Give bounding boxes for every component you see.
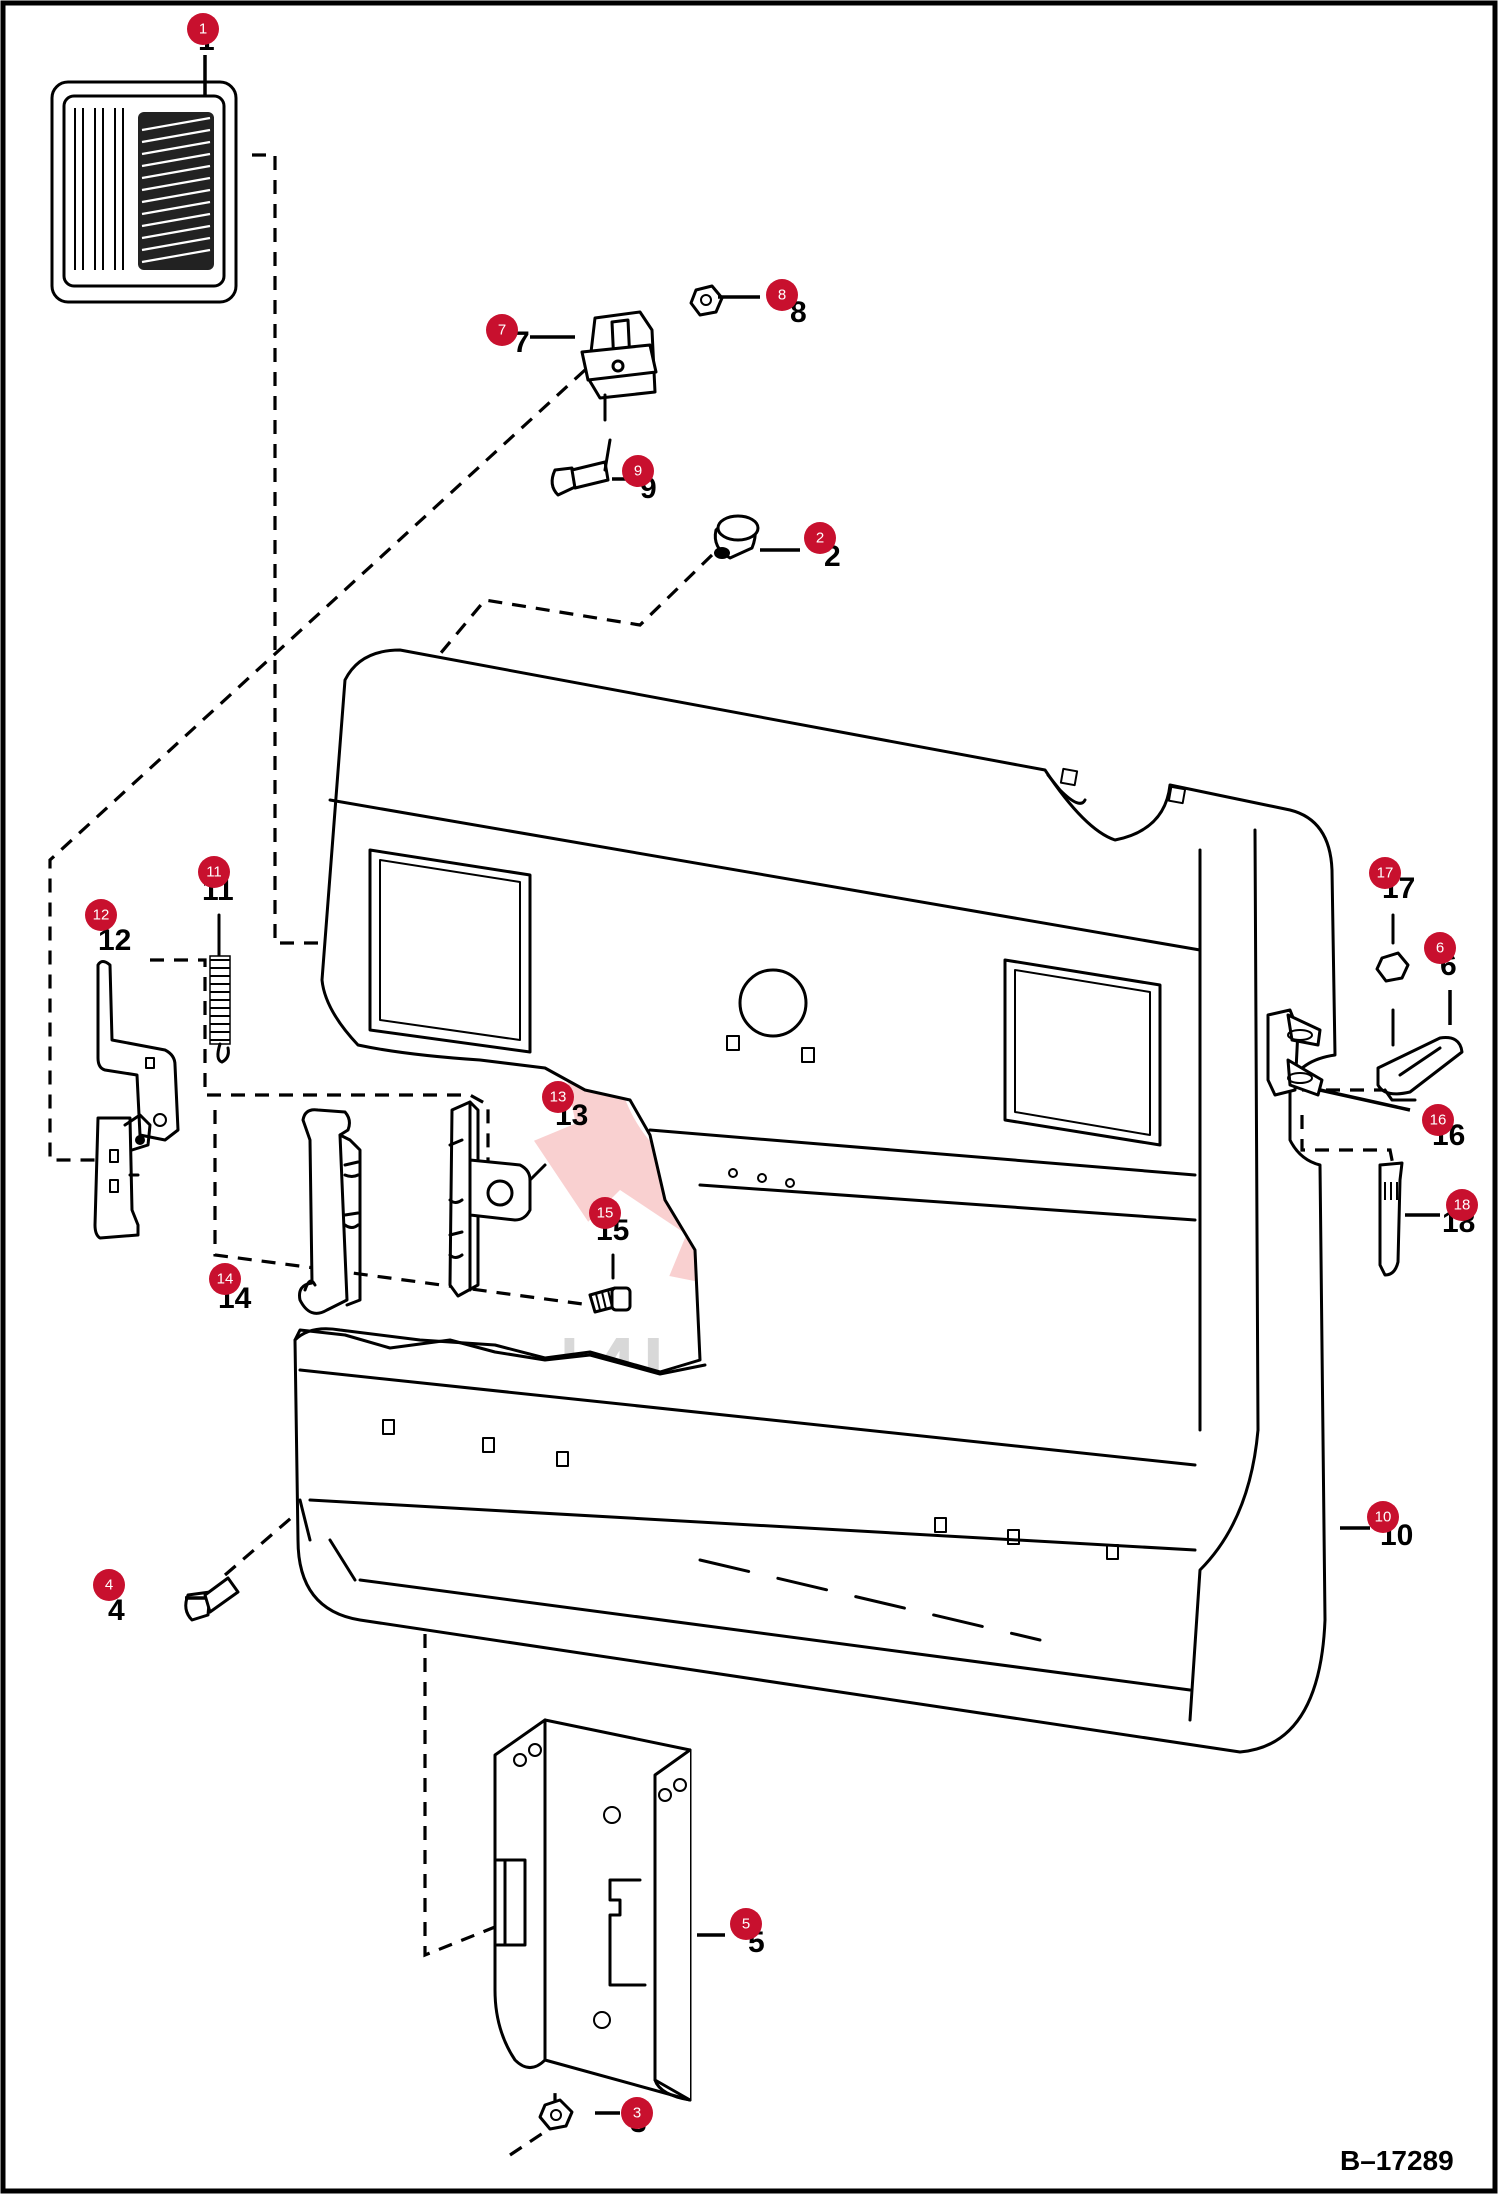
svg-text:4: 4 [105, 1577, 113, 1594]
svg-text:14: 14 [217, 1271, 234, 1288]
svg-text:10: 10 [1375, 1509, 1392, 1526]
printed-number-4: 4 [108, 1594, 125, 1627]
part-hinge-plate-6 [1376, 1036, 1464, 1102]
callout-marker-14[interactable]: 14 [209, 1263, 241, 1295]
part-nut-17 [1375, 913, 1410, 983]
svg-text:13: 13 [550, 1089, 567, 1106]
svg-text:11: 11 [206, 864, 222, 881]
svg-text:5: 5 [742, 1916, 750, 1933]
svg-text:1: 1 [199, 21, 207, 38]
callout-markers: 1 2 3 4 5 6 7 8 9 10 11 12 13 14 15 16 1… [85, 13, 1478, 2129]
part-nut-3 [538, 2098, 574, 2131]
part-bumper [713, 514, 760, 560]
svg-text:9: 9 [634, 463, 642, 480]
part-spring [209, 913, 231, 1064]
part-grille [50, 80, 238, 304]
callout-marker-7[interactable]: 7 [486, 314, 518, 346]
part-latch-plate [298, 1108, 362, 1315]
callout-marker-18[interactable]: 18 [1446, 1189, 1478, 1221]
svg-text:15: 15 [597, 1205, 614, 1222]
svg-text:2: 2 [816, 530, 824, 547]
callout-marker-8[interactable]: 8 [766, 279, 798, 311]
part-screw-9 [550, 438, 612, 497]
svg-text:6: 6 [1436, 940, 1444, 957]
callout-marker-5[interactable]: 5 [730, 1908, 762, 1940]
part-nut-8 [689, 284, 724, 317]
svg-text:3: 3 [633, 2105, 641, 2122]
callout-marker-13[interactable]: 13 [542, 1081, 574, 1113]
callout-marker-2[interactable]: 2 [804, 522, 836, 554]
part-hinge-arm [93, 960, 180, 1240]
callout-marker-16[interactable]: 16 [1422, 1104, 1454, 1136]
callout-marker-6[interactable]: 6 [1424, 932, 1456, 964]
svg-text:8: 8 [778, 287, 786, 304]
callout-marker-1[interactable]: 1 [187, 13, 219, 45]
callout-marker-4[interactable]: 4 [93, 1569, 125, 1601]
part-lower-bracket [493, 1718, 692, 2102]
part-hinge-bracket-16 [1266, 1008, 1324, 1097]
callout-marker-17[interactable]: 17 [1369, 857, 1401, 889]
part-pin-18 [1378, 1008, 1404, 1277]
svg-text:7: 7 [498, 322, 506, 339]
part-latch [580, 310, 658, 422]
drawing-number: B–17289 [1340, 2145, 1454, 2176]
part-bolt-15 [588, 1253, 632, 1314]
callout-marker-3[interactable]: 3 [621, 2097, 653, 2129]
callout-marker-10[interactable]: 10 [1367, 1501, 1399, 1533]
svg-text:18: 18 [1454, 1197, 1471, 1214]
callout-marker-15[interactable]: 15 [589, 1197, 621, 1229]
callout-marker-9[interactable]: 9 [622, 455, 654, 487]
part-striker-plate [448, 1100, 547, 1298]
printed-numbers: 1 2 3 4 5 6 7 8 9 10 11 12 13 14 15 16 1… [98, 24, 1475, 2139]
svg-text:17: 17 [1377, 865, 1394, 882]
callout-marker-11[interactable]: 11 [198, 856, 230, 888]
svg-text:16: 16 [1430, 1112, 1447, 1129]
part-door-panel [293, 648, 1337, 1754]
svg-text:12: 12 [93, 907, 110, 924]
callout-marker-12[interactable]: 12 [85, 899, 117, 931]
